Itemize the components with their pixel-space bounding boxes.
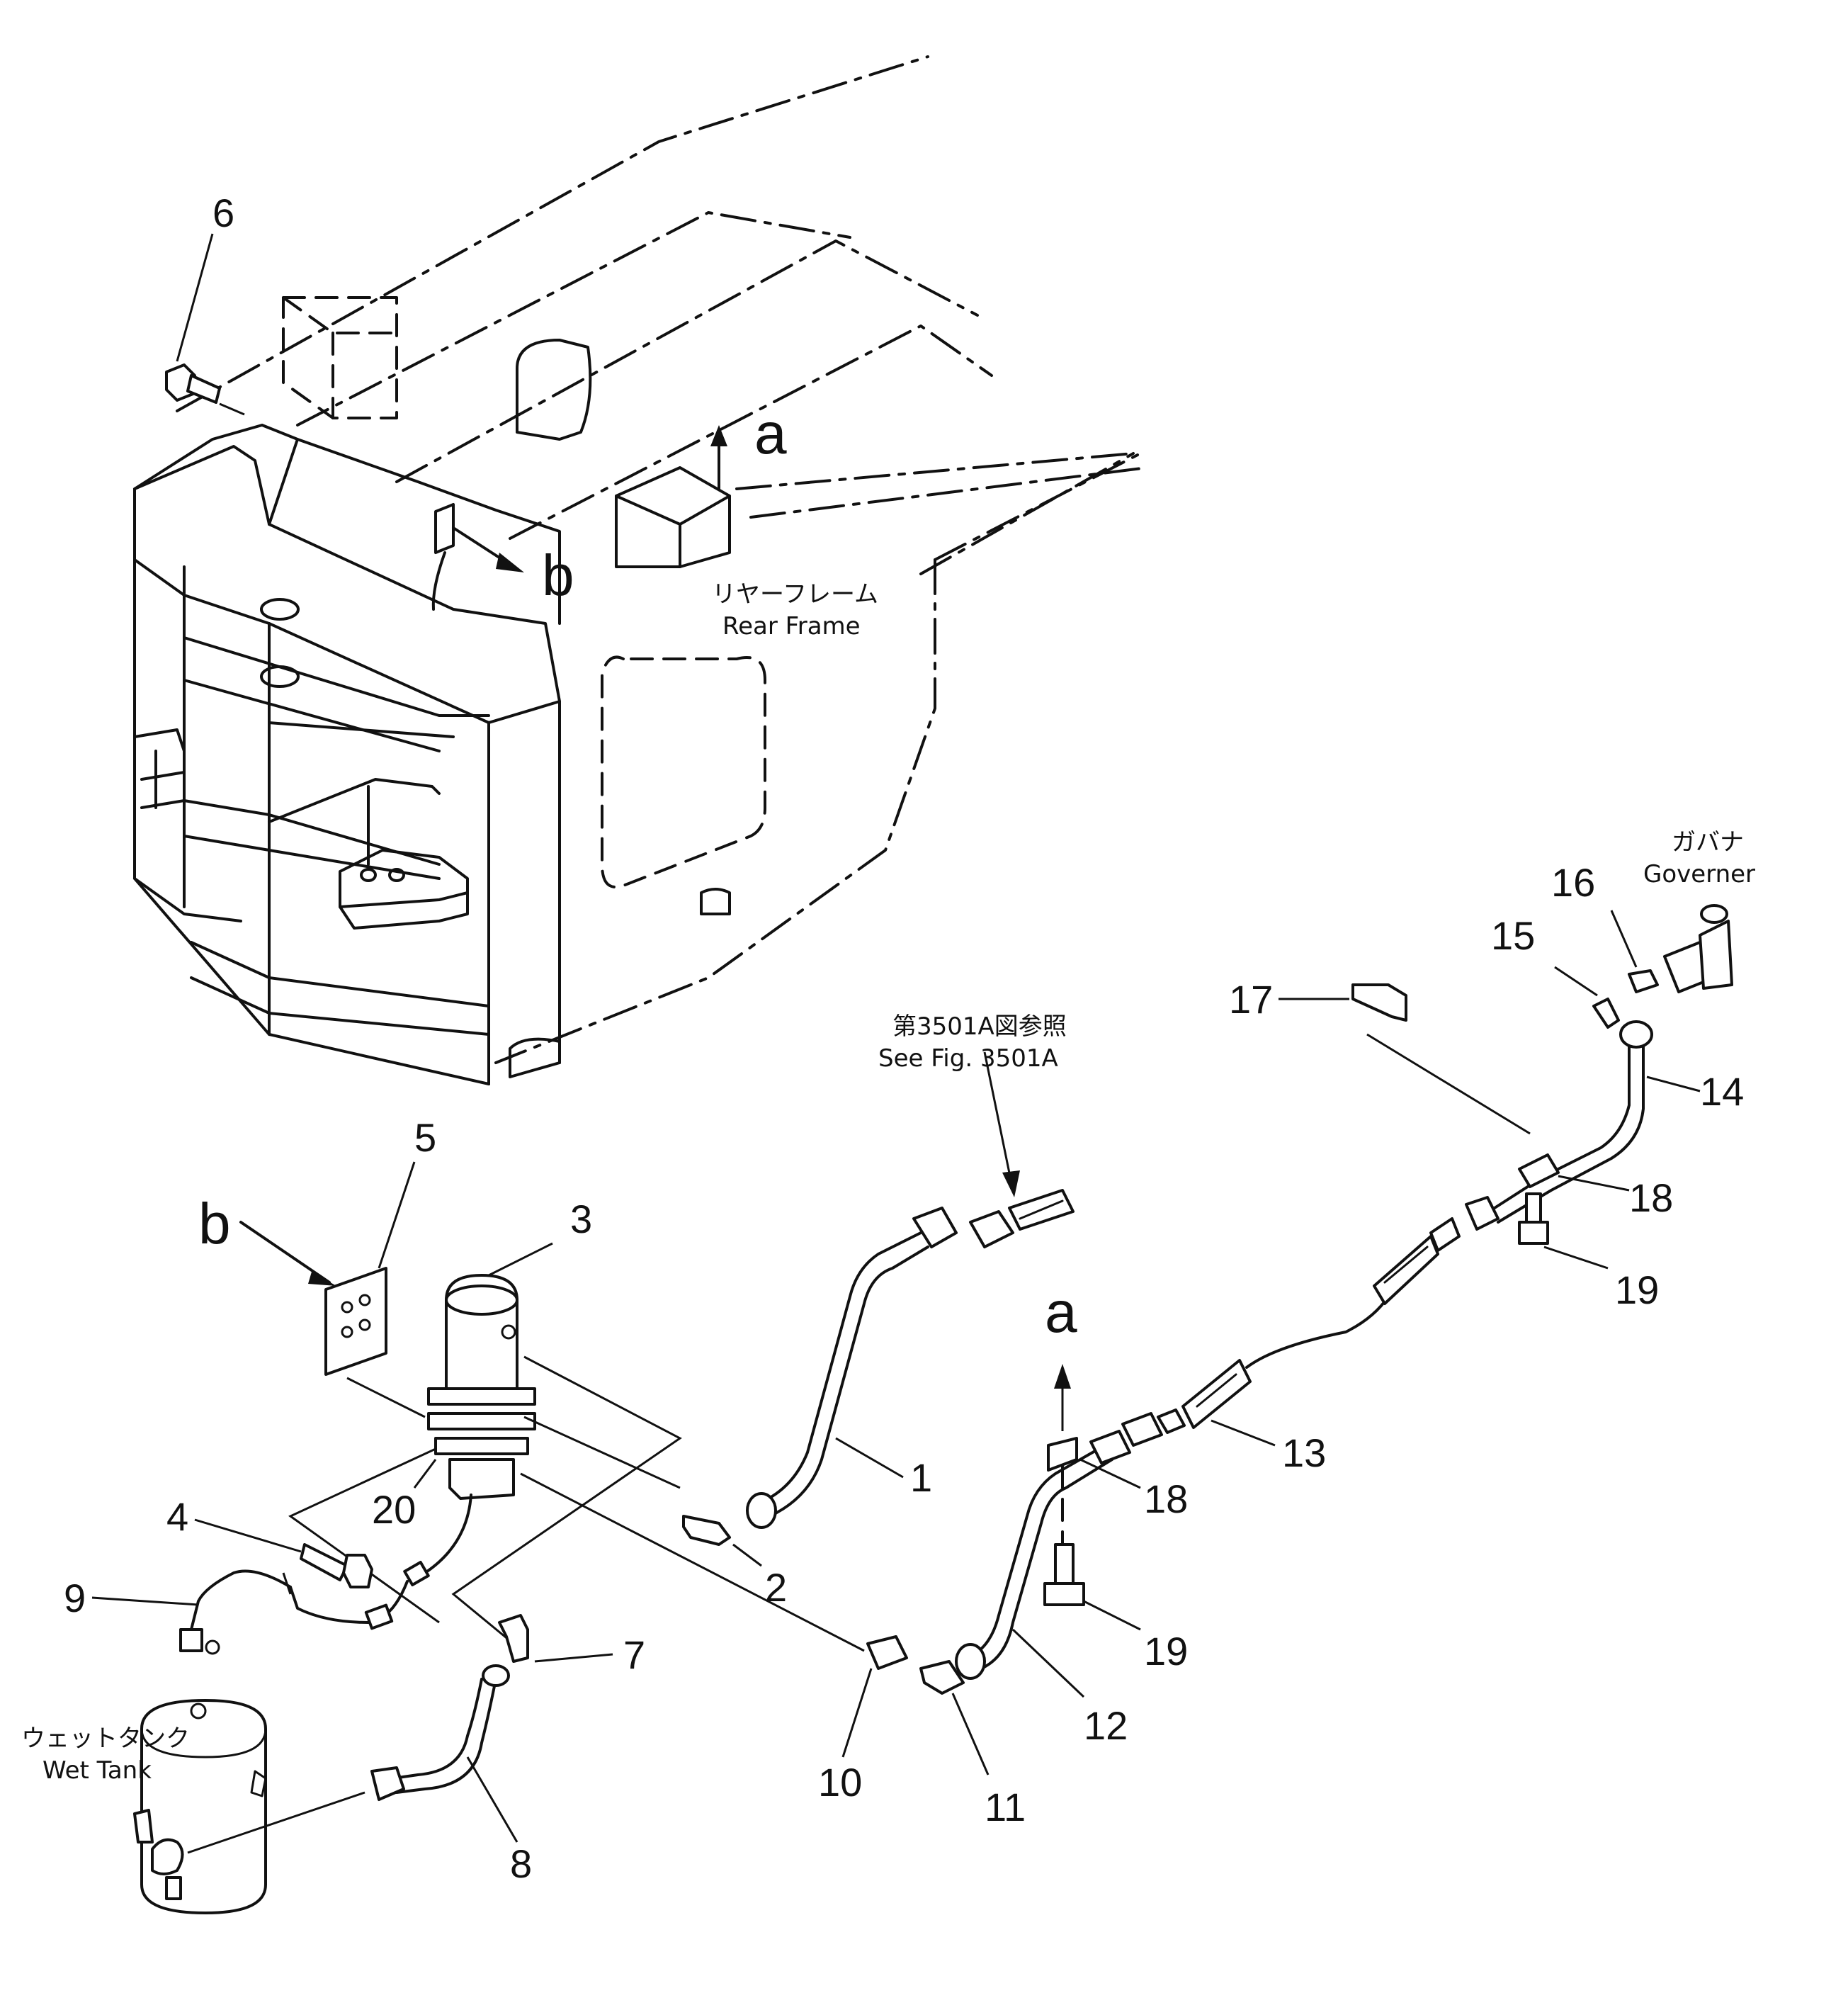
part-8-hose: 8 <box>370 1664 532 1886</box>
part-18-clamp-upper: 18 <box>1518 1153 1673 1220</box>
fig-ref-en-label: See Fig. 3501A <box>878 1044 1058 1073</box>
part-14-tube: 14 <box>1465 1020 1744 1231</box>
fig-3501a-hose: 第3501A図参照 See Fig. 3501A <box>878 1012 1075 1248</box>
governor-jp-label: ガバナ <box>1672 828 1744 857</box>
callout-5: 5 <box>414 1115 436 1160</box>
callout-1: 1 <box>910 1455 932 1500</box>
callout-12: 12 <box>1084 1703 1128 1748</box>
part-3-air-dryer: 3 20 <box>288 1197 865 1652</box>
governor-en-label: Governer <box>1643 860 1755 888</box>
part-18-clamp-lower: 18 a <box>1045 1280 1188 1546</box>
callout-13: 13 <box>1282 1430 1326 1475</box>
callout-18-lower: 18 <box>1144 1477 1188 1521</box>
part-11-elbow: 11 <box>919 1660 1026 1829</box>
wet-tank-jp-label: ウェットタンク <box>21 1724 190 1753</box>
part-19-bolt-upper: 19 <box>1518 1192 1659 1312</box>
part-2-elbow: 2 <box>682 1515 787 1610</box>
callout-17: 17 <box>1229 977 1273 1022</box>
part-6-bolt: 6 <box>165 191 245 416</box>
part-1-tube: 1 <box>746 1207 958 1529</box>
fig-ref-jp-label: 第3501A図参照 <box>892 1012 1067 1041</box>
callout-10: 10 <box>818 1760 862 1805</box>
rear-frame-jp-label: リヤーフレーム <box>712 580 878 609</box>
part-15-elbow: 15 <box>1491 913 1620 1029</box>
rear-frame-en-label: Rear Frame <box>722 612 861 640</box>
part-9-wire-harness: 9 <box>64 1494 472 1655</box>
view-b-bottom-label: b <box>198 1192 231 1256</box>
callout-16: 16 <box>1551 860 1595 905</box>
callout-3: 3 <box>570 1197 592 1241</box>
part-10-connector: 10 <box>818 1635 908 1805</box>
wet-tank-en-label: Wet Tank <box>42 1756 152 1785</box>
callout-20: 20 <box>372 1487 416 1532</box>
callout-11: 11 <box>985 1785 1026 1829</box>
callout-7: 7 <box>623 1632 645 1677</box>
callout-14: 14 <box>1700 1069 1744 1114</box>
governor: ガバナ Governer <box>1643 828 1755 993</box>
callout-4: 4 <box>166 1494 188 1539</box>
callout-6: 6 <box>212 191 234 235</box>
view-a-top-label: a <box>754 402 787 466</box>
part-12-tube: 12 <box>955 1444 1128 1748</box>
part-17-bracket: 17 <box>1229 977 1531 1135</box>
part-7-elbow: 7 <box>498 1614 645 1677</box>
rear-frame: a b リヤーフレーム Rear Frame <box>133 55 1149 1085</box>
part-5-plate: 5 b <box>198 1115 436 1376</box>
view-a-bottom-label: a <box>1045 1280 1077 1345</box>
part-16-connector: 16 <box>1551 860 1659 993</box>
callout-15: 15 <box>1491 913 1535 958</box>
callout-19-lower: 19 <box>1144 1629 1188 1673</box>
part-19-bolt-lower: 19 <box>1043 1543 1188 1673</box>
callout-19-upper: 19 <box>1615 1267 1659 1312</box>
part-4-bolt: 4 <box>166 1494 373 1588</box>
callout-9: 9 <box>64 1576 86 1620</box>
wet-tank: ウェットタンク Wet Tank <box>21 1699 365 1914</box>
view-b-top-label: b <box>542 543 574 608</box>
callout-18-upper: 18 <box>1629 1175 1673 1220</box>
callout-8: 8 <box>510 1841 532 1886</box>
part-13-hose: 13 <box>1121 1217 1461 1475</box>
callout-2: 2 <box>765 1565 787 1610</box>
